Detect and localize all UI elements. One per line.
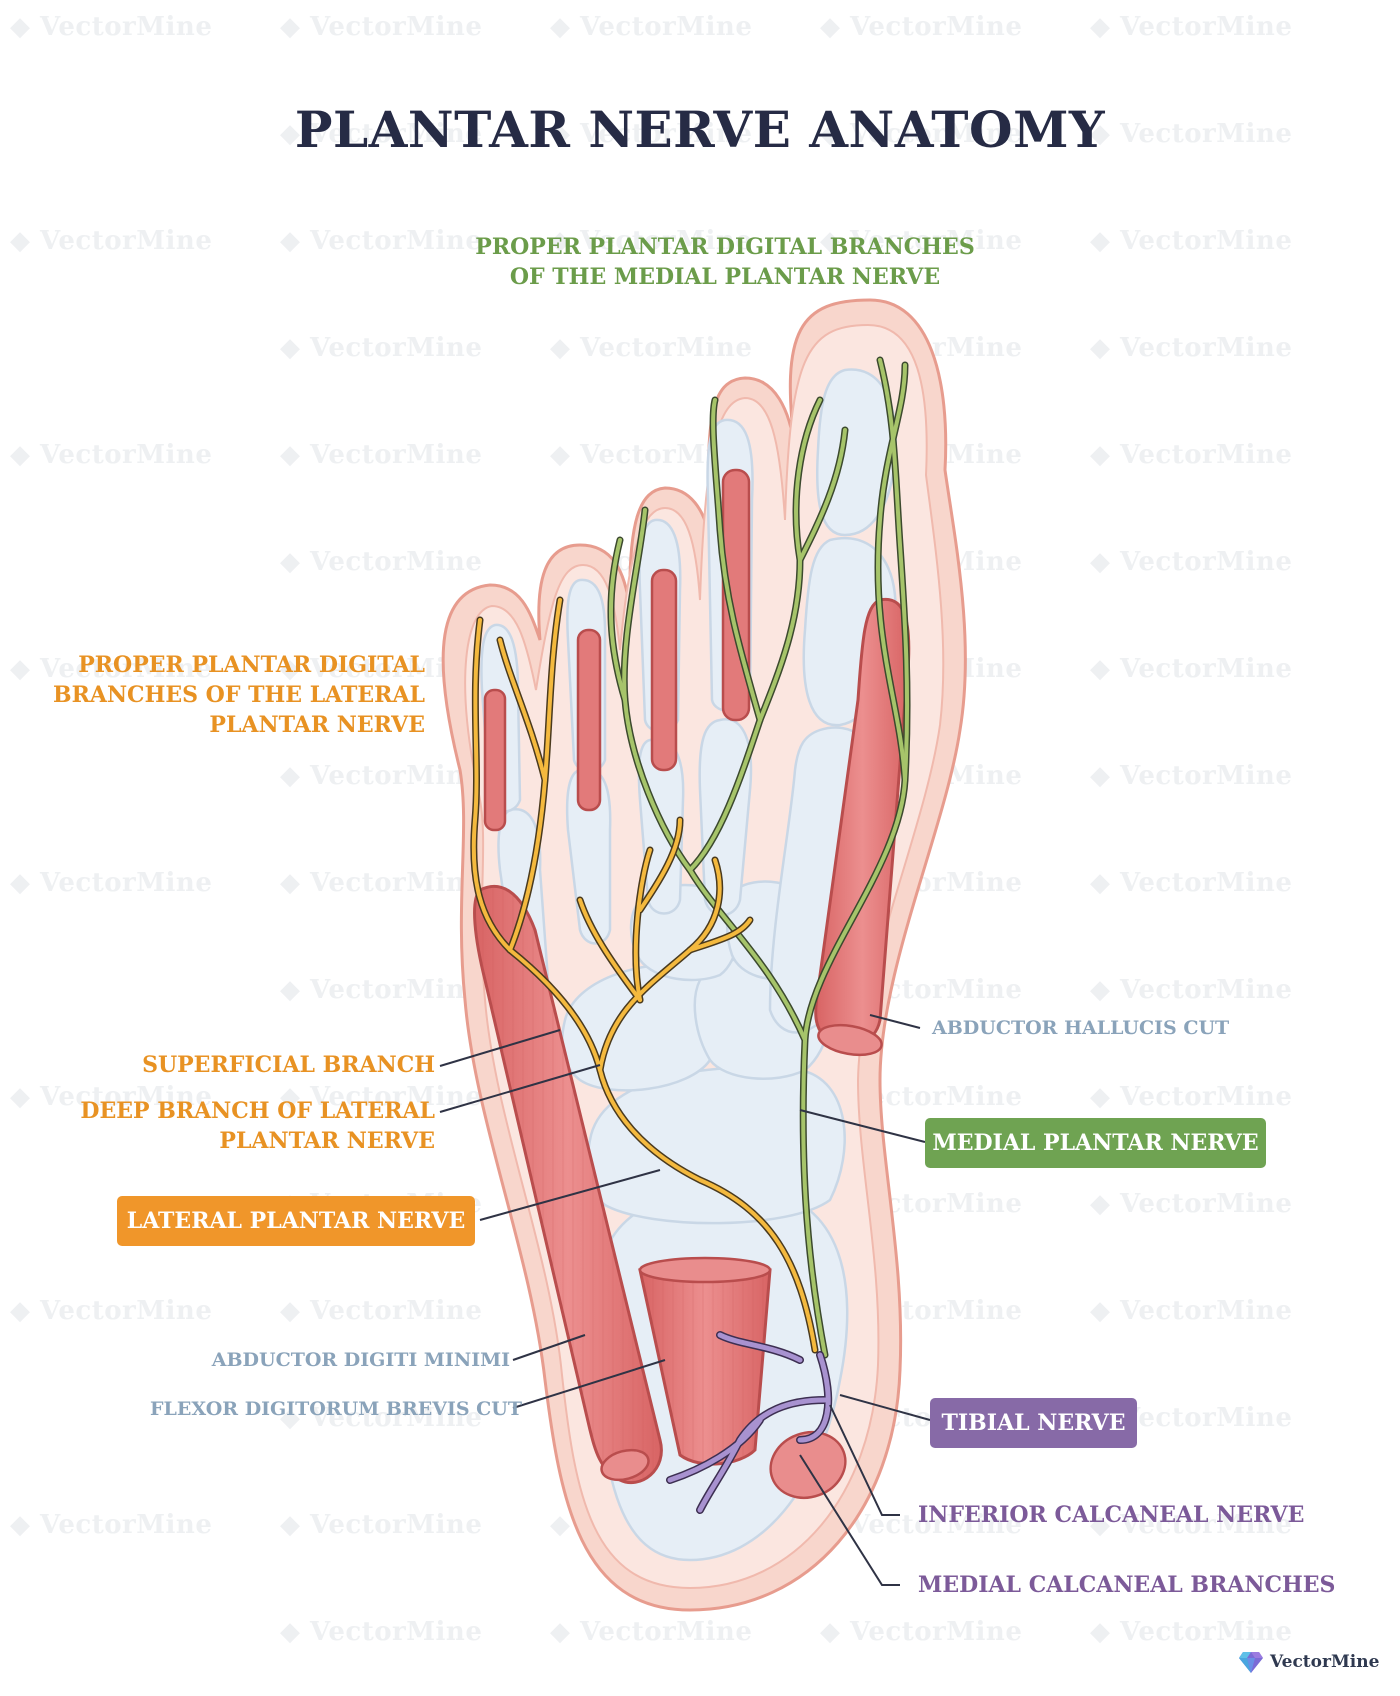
proper-lateral-label-line-1: PROPER PLANTAR DIGITAL xyxy=(78,652,425,678)
proper-lateral-label-line-3: PLANTAR NERVE xyxy=(209,712,425,738)
abductor-digiti-minimi-label: ABDUCTOR DIGITI MINIMI xyxy=(211,1349,510,1371)
diamond-logo-icon xyxy=(1239,1652,1263,1673)
lateral-plantar-nerve xyxy=(470,596,819,1354)
logo-text: VectorMine xyxy=(1270,1652,1380,1672)
proper-medial-label: PROPER PLANTAR DIGITAL BRANCHES OF THE M… xyxy=(470,232,980,292)
medial-plantar-nerve xyxy=(607,356,911,1359)
medial-plantar-nerve-badge: MEDIAL PLANTAR NERVE xyxy=(925,1118,1266,1168)
proper-medial-label-line-1: PROPER PLANTAR DIGITAL BRANCHES xyxy=(475,234,975,260)
deep-branch-label: DEEP BRANCH OF LATERAL PLANTAR NERVE xyxy=(60,1096,435,1156)
superficial-branch-label: SUPERFICIAL BRANCH xyxy=(142,1052,435,1078)
page-title: PLANTAR NERVE ANATOMY xyxy=(294,100,1106,159)
leader-lines xyxy=(439,1014,931,1586)
muscles xyxy=(473,468,911,1500)
inferior-calcaneal-nerve-label: INFERIOR CALCANEAL NERVE xyxy=(918,1502,1305,1528)
deep-branch-label-line-2: PLANTAR NERVE xyxy=(219,1128,435,1154)
tibial-nerve-badge: TIBIAL NERVE xyxy=(930,1398,1137,1448)
deep-branch-label-line-1: DEEP BRANCH OF LATERAL xyxy=(80,1098,435,1124)
vectormine-logo: VectorMine xyxy=(1238,1650,1379,1674)
flexor-digitorum-brevis-label: FLEXOR DIGITORUM BREVIS CUT xyxy=(150,1398,522,1420)
medial-calcaneal-branches-label: MEDIAL CALCANEAL BRANCHES xyxy=(918,1572,1336,1598)
tibial-nerve xyxy=(666,1331,833,1514)
lateral-plantar-nerve-badge: LATERAL PLANTAR NERVE xyxy=(117,1196,475,1246)
abductor-hallucis-label: ABDUCTOR HALLUCIS CUT xyxy=(932,1017,1230,1039)
proper-medial-label-line-2: OF THE MEDIAL PLANTAR NERVE xyxy=(509,264,941,290)
proper-lateral-label-line-2: BRANCHES OF THE LATERAL xyxy=(53,682,425,708)
proper-lateral-label: PROPER PLANTAR DIGITAL BRANCHES OF THE L… xyxy=(40,650,425,740)
